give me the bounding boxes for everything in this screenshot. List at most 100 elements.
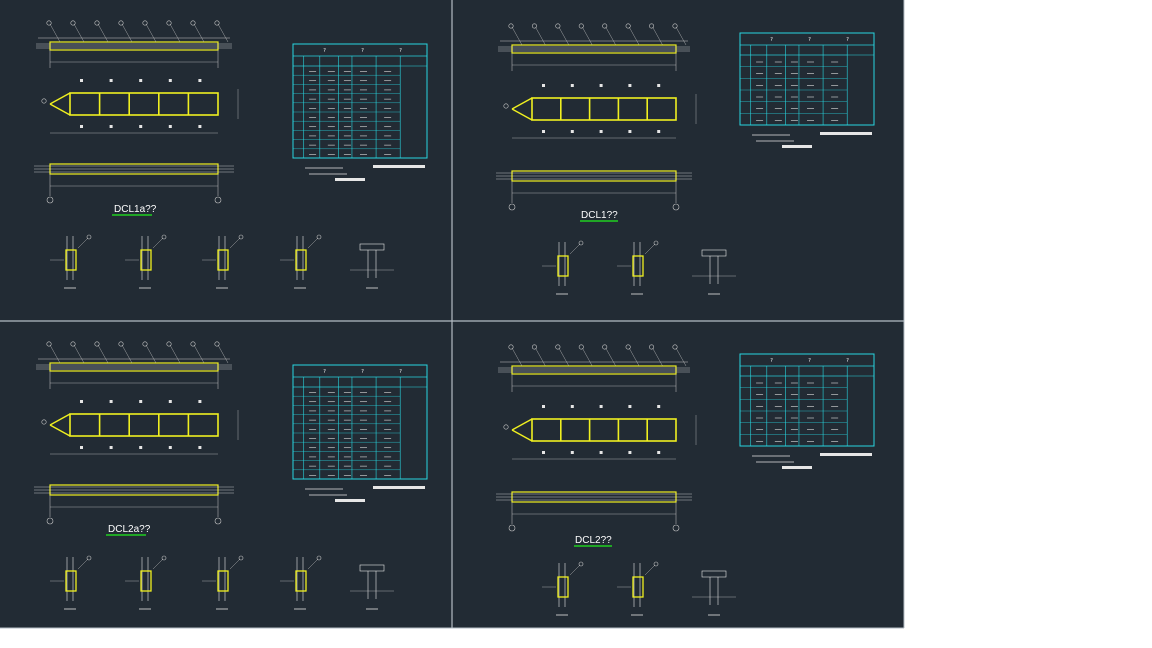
callout-marker [508, 344, 514, 350]
beam-elevation-bottom [496, 170, 692, 211]
note-mark [782, 466, 812, 469]
table-notes [305, 486, 425, 502]
slab-outline [701, 570, 727, 578]
callout-marker [238, 555, 244, 561]
section-mark [628, 130, 632, 133]
callout-marker [555, 23, 561, 29]
section-details [542, 561, 736, 616]
leader-line [73, 344, 85, 364]
leader-line [569, 243, 581, 255]
sheet-title: DCL2a?? [108, 524, 151, 535]
section-rebar-cage [295, 249, 307, 271]
callout-marker [161, 234, 167, 240]
callout-marker [41, 419, 47, 425]
leader-line [77, 558, 89, 570]
section-details [50, 234, 394, 289]
callout-marker [531, 344, 537, 350]
section-mark [109, 446, 113, 449]
table-header-cell: ? [361, 48, 364, 54]
slab-outline [359, 243, 385, 251]
leader-line [145, 23, 157, 43]
sheet-dcl2a: ??? DCL2a?? [34, 341, 428, 610]
section-detail [692, 249, 736, 295]
section-detail [280, 234, 322, 289]
section-details [50, 555, 394, 610]
leader-line [511, 26, 523, 46]
beam-elevation-top [498, 344, 690, 392]
leader-line [511, 347, 523, 367]
leader-line [121, 23, 133, 43]
section-rebar-cage [557, 255, 569, 277]
table-header-cell: ? [361, 369, 364, 375]
section-detail [617, 561, 659, 616]
note-mark [820, 453, 872, 456]
callout-marker [649, 23, 655, 29]
section-detail [350, 243, 394, 289]
leader-line [49, 344, 61, 364]
section-mark [599, 405, 603, 408]
callout-marker [578, 240, 584, 246]
leader-line [77, 237, 89, 249]
section-mark [80, 125, 83, 128]
section-mark [628, 84, 632, 87]
axis-bubble [672, 203, 680, 211]
table-header-cell: ? [323, 369, 326, 375]
table-header-cell: ? [808, 37, 811, 43]
callout-marker [166, 20, 172, 26]
section-detail [202, 234, 244, 289]
section-mark [599, 130, 603, 133]
section-mark [168, 125, 172, 128]
section-detail [692, 570, 736, 616]
leader-line [652, 347, 663, 367]
callout-marker [118, 20, 124, 26]
axis-bubble [46, 517, 54, 525]
callout-marker [161, 555, 167, 561]
leader-line [49, 23, 61, 43]
table-header-cell: ? [399, 48, 402, 54]
section-detail [280, 555, 322, 610]
leader-line [193, 23, 205, 43]
leader-line [73, 23, 85, 43]
leader-line [644, 243, 656, 255]
section-detail [50, 234, 92, 289]
callout-marker [70, 20, 76, 26]
note-mark [373, 165, 425, 168]
section-mark [168, 446, 172, 449]
leader-line [169, 344, 181, 364]
leader-line [652, 26, 663, 46]
section-detail [617, 240, 659, 295]
section-mark [570, 130, 574, 133]
beam-frame [503, 84, 697, 139]
sheet-title: DCL1?? [581, 210, 618, 221]
callout-marker [238, 234, 244, 240]
callout-marker [94, 20, 100, 26]
sheet-title: DCL1a?? [114, 204, 157, 215]
section-mark [628, 405, 632, 408]
callout-marker [316, 555, 322, 561]
frame-outline [69, 413, 219, 437]
note-mark [782, 145, 812, 148]
axis-bubble [214, 196, 222, 204]
callout-marker [86, 555, 92, 561]
section-mark [80, 446, 83, 449]
beam-elevation-bottom [34, 163, 234, 204]
beam-elevation-bottom [496, 491, 692, 532]
callout-marker [316, 234, 322, 240]
callout-marker [142, 341, 148, 347]
section-detail [50, 555, 92, 610]
section-mark [570, 451, 574, 454]
section-mark [542, 130, 545, 133]
section-rebar-cage [632, 255, 644, 277]
frame-brace [49, 103, 71, 116]
beam-frame [41, 400, 239, 455]
leader-line [229, 237, 241, 249]
frame-outline [531, 97, 677, 121]
slab-outline [359, 564, 385, 572]
callout-marker [190, 20, 196, 26]
section-rebar-cage [140, 570, 152, 592]
table-header-cell: ? [399, 369, 402, 375]
frame-brace [49, 413, 71, 426]
axis-bubble [672, 524, 680, 532]
section-mark [657, 84, 661, 87]
